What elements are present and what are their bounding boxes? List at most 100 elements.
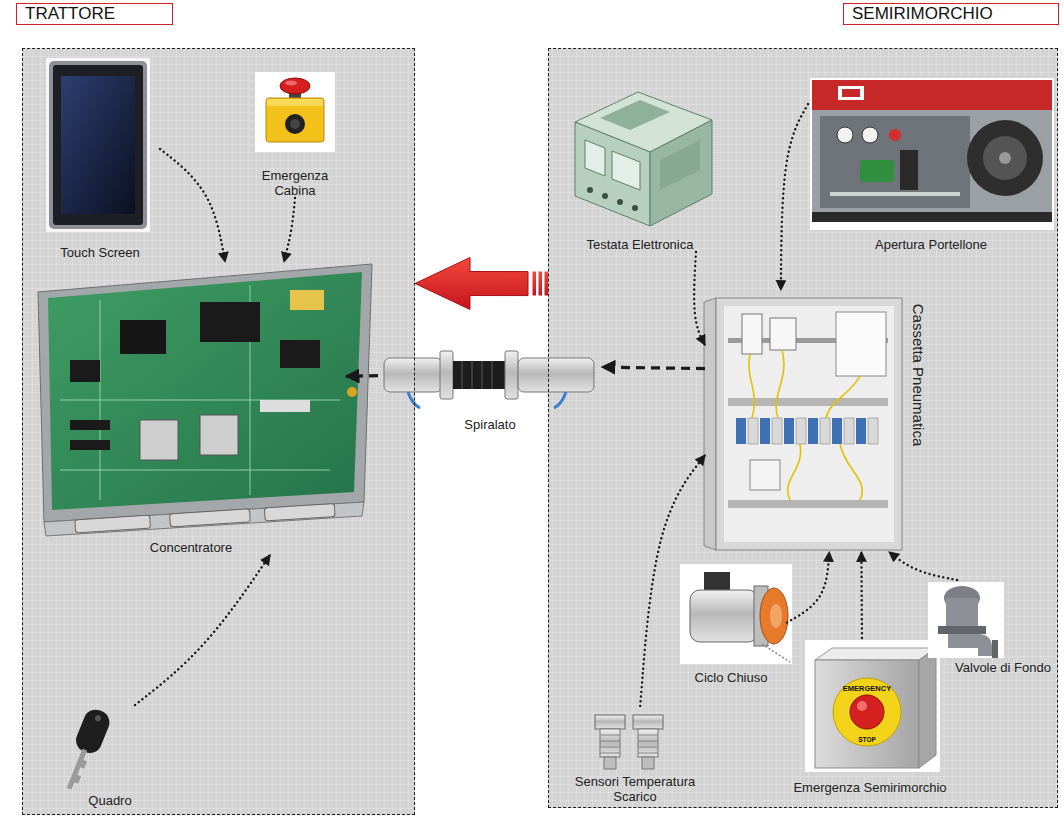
connector [135,555,270,705]
component-node: Emergenza Semirimorchio [790,638,950,795]
concentrator-board-picture [75,515,151,533]
connector [284,198,295,262]
spiral-cable-picture [505,351,518,399]
trailer-emergency-picture [857,701,867,711]
dotted-connector [781,104,808,290]
concentrator-board-picture [38,264,372,522]
region-panel: TRATTORETouch ScreenEmergenza CabinaConc… [22,48,415,815]
electronic-head-picture [632,205,638,211]
component-label: Touch Screen [40,245,160,260]
connector [640,455,705,706]
pneumatic-cabinet-picture [770,318,796,350]
ignition-key-picture [57,706,113,794]
region-ground [548,48,1058,808]
temperature-sensor-picture [633,715,663,729]
concentrator-board-picture [38,264,372,536]
pneumatic-cabinet-picture [836,312,886,376]
spiral-cable-picture [440,351,453,399]
temperature-sensor-picture [638,729,658,757]
bottom-valve-picture [928,582,1004,658]
component-label: Concentratore [36,540,346,555]
concentrator-board-picture [70,360,100,382]
dotted-connector [284,198,295,262]
tanker-hatch-picture [838,86,864,100]
tanker-hatch-picture [900,150,918,190]
temperature-sensor-picture [595,715,625,729]
cab-emergency-picture [280,78,310,94]
dotted-connector [860,552,863,638]
touch-screen-picture [46,58,150,232]
touch-screen-picture [46,58,150,232]
cab-emergency-picture [255,72,335,152]
connector [781,104,808,290]
closed-loop-coupler-picture [760,588,788,644]
tanker-hatch-picture [889,129,901,141]
temperature-sensor-picture [638,735,658,753]
electronic-head-picture [612,151,640,190]
region-ground [22,48,415,815]
section-heading: SEMIRIMORCHIO [843,3,1059,25]
cab-emergency-picture [255,72,335,152]
component-label: Sensori Temperatura Scarico [570,774,700,804]
temperature-sensor-picture [604,757,616,769]
component-label: Valvole di Fondo [952,660,1054,675]
trailer-emergency-picture [919,648,936,768]
bottom-valve-picture [992,640,998,658]
ignition-key-picture [94,714,102,722]
temperature-sensor-picture [642,757,654,769]
connector-group [135,104,957,706]
component-node: Ciclo Chiuso [675,560,787,685]
dotted-connector [694,252,705,345]
trailer-emergency-picture [833,678,901,746]
ignition-key-picture [72,706,113,757]
pneumatic-cabinet-picture [716,298,902,550]
tanker-hatch-picture [812,212,1052,222]
electronic-head-picture [600,100,670,130]
arrow-stripe [532,272,536,296]
connector [602,367,705,368]
connector [889,552,957,580]
tanker-hatch-picture [862,127,878,143]
concentrator-board-picture [200,415,238,455]
tanker-hatch-picture [810,78,1054,230]
concentrator-board-picture [200,302,260,342]
bottom-valve-picture [938,626,986,634]
electronic-head-picture [575,92,712,226]
component-label: Emergenza Semirimorchio [790,780,950,795]
pneumatic-cabinet-picture [749,350,862,500]
closed-loop-coupler-picture [762,644,790,662]
electronic-head-picture [585,140,605,176]
touch-screen-picture [61,76,135,214]
concentrator-board-picture [48,272,362,510]
pneumatic-cabinet-picture [724,306,894,542]
section-heading: TRATTORE [16,3,173,25]
trailer-emergency-picture [850,695,884,729]
connector [787,552,829,623]
component-label: Emergenza Cabina [250,168,340,198]
trailer-emergency-picture [805,640,940,772]
component-node: Sensori Temperatura Scarico [570,706,700,804]
spiral-cable-picture [408,392,566,408]
touch-screen-picture [53,65,143,225]
dotted-connector [889,552,957,580]
dashed-connector [602,367,705,368]
concentrator-board-picture [280,340,320,368]
electronic-head-picture [660,140,700,190]
bottom-valve-picture [948,634,992,656]
bottom-valve-picture [946,598,978,628]
component-node: Cassetta Pneumatica [705,290,935,552]
trailer-emergency-picture [815,648,936,660]
electronic-head-picture [575,122,650,226]
closed-loop-coupler-picture [680,564,792,664]
tanker-hatch-picture [983,136,1027,180]
component-label: Quadro [60,793,160,808]
dotted-connector [135,555,270,705]
tanker-hatch-picture [999,152,1011,164]
tanker-hatch-picture [842,89,860,97]
tanker-hatch-picture [812,80,1052,110]
tanker-hatch-picture [820,116,970,208]
